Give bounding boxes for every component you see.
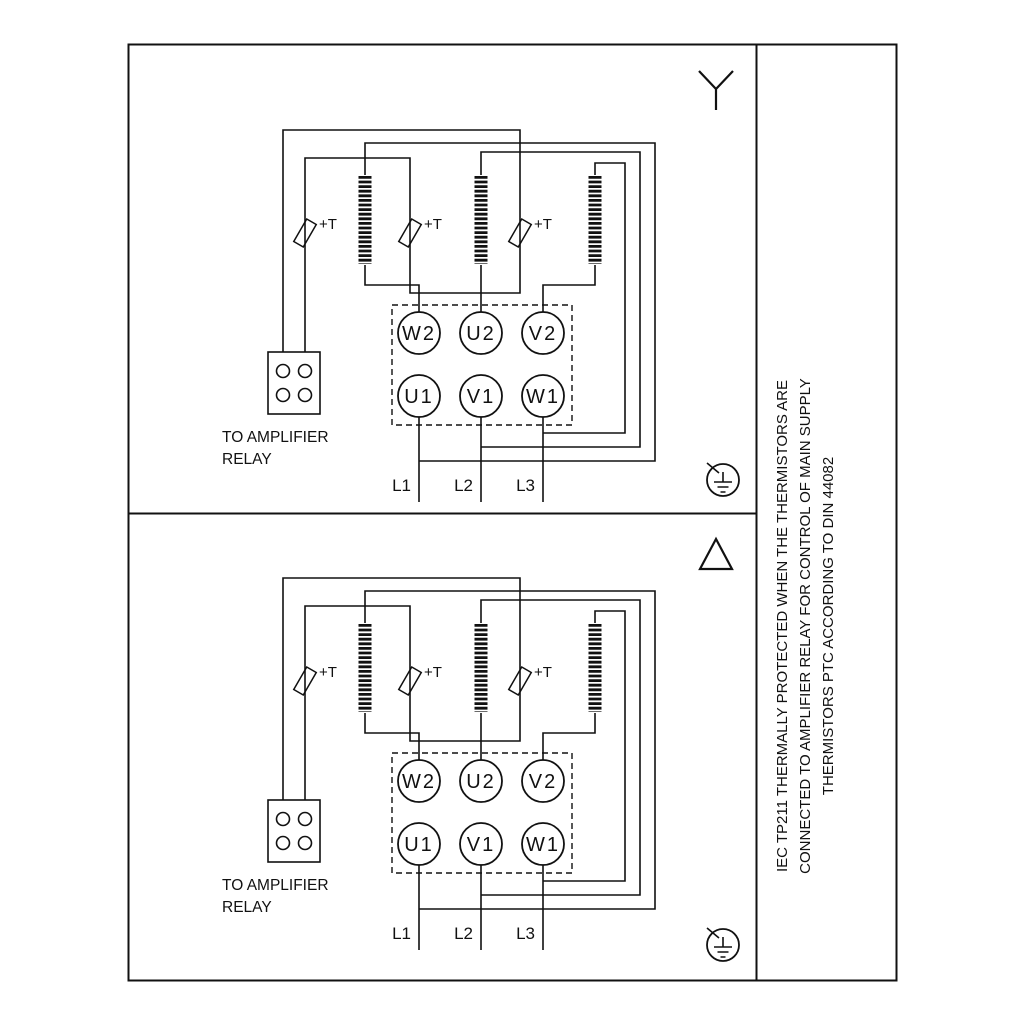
terminal-label: U1: [404, 834, 434, 856]
star-connection-icon: [698, 70, 734, 110]
relay-caption: RELAY: [222, 899, 272, 916]
relay-caption: TO AMPLIFIER: [222, 877, 329, 894]
relay-pin: [275, 387, 291, 403]
side-note: IEC TP211 THERMALLY PROTECTED WHEN THE T…: [774, 378, 837, 874]
terminal-W2: [397, 311, 441, 355]
relay-pin: [275, 811, 291, 827]
delta-connection-diagram: W2 U2 V2 U1 V1 W1 +T +T +T L1 L2 L3 TO A…: [222, 577, 656, 950]
terminal-U1: [397, 822, 441, 866]
terminal-U2: [459, 759, 503, 803]
terminal-U1: [397, 374, 441, 418]
delta-connection-icon: [698, 536, 734, 571]
relay-box: [267, 351, 321, 415]
star-connection-diagram: W2 U2 V2 U1 V1 W1 +T +T +T L1 L2 L3 TO A…: [222, 129, 656, 502]
terminal-box: [391, 304, 573, 426]
terminal-V1: [459, 822, 503, 866]
terminal-label: W2: [402, 771, 436, 793]
supply-line-label: L2: [454, 924, 473, 943]
thermistor-circuit-wires: [282, 129, 521, 352]
earth-glyph: [706, 462, 732, 493]
thermistor-label: +T: [534, 216, 552, 233]
relay-pin: [297, 811, 313, 827]
thermistor-label: +T: [534, 664, 552, 681]
terminal-W2: [397, 759, 441, 803]
relay-pin: [275, 363, 291, 379]
relay-box: [267, 799, 321, 863]
supply-line-label: L3: [516, 476, 535, 495]
terminal-label: U2: [466, 771, 496, 793]
relay-pin: [297, 835, 313, 851]
terminal-label: V1: [467, 386, 495, 408]
terminal-label: W2: [402, 323, 436, 345]
relay-pin: [275, 835, 291, 851]
terminal-label: U1: [404, 386, 434, 408]
terminal-label: V1: [467, 834, 495, 856]
earth-ground-icon: [706, 927, 740, 962]
terminal-label: V2: [529, 771, 557, 793]
terminal-label: W1: [526, 386, 560, 408]
terminal-label: W1: [526, 834, 560, 856]
winding-terminal-wires: [364, 590, 656, 950]
terminal-label: U2: [466, 323, 496, 345]
thermistor-label: +T: [424, 664, 442, 681]
thermistor-label: +T: [424, 216, 442, 233]
terminal-U2: [459, 311, 503, 355]
side-note-line: THERMISTORS PTC ACCORDING TO DIN 44082: [820, 457, 837, 795]
winding-terminal-wires: [364, 142, 656, 502]
supply-line-label: L2: [454, 476, 473, 495]
side-note-line: IEC TP211 THERMALLY PROTECTED WHEN THE T…: [774, 380, 791, 872]
terminal-W1: [521, 374, 565, 418]
terminal-V2: [521, 759, 565, 803]
supply-line-label: L3: [516, 924, 535, 943]
terminal-V1: [459, 374, 503, 418]
amplifier-relay-block: [267, 799, 321, 863]
supply-line-label: L1: [392, 924, 411, 943]
terminal-V2: [521, 311, 565, 355]
side-note-line: CONNECTED TO AMPLIFIER RELAY FOR CONTROL…: [797, 378, 814, 874]
terminal-W1: [521, 822, 565, 866]
earth-ground-icon: [706, 462, 740, 497]
amplifier-relay-block: [267, 351, 321, 415]
relay-caption: RELAY: [222, 451, 272, 468]
thermistor-circuit-wires: [282, 577, 521, 800]
thermistor-label: +T: [319, 664, 337, 681]
terminal-label: V2: [529, 323, 557, 345]
terminal-box: [391, 752, 573, 874]
relay-pin: [297, 387, 313, 403]
thermistor-label: +T: [319, 216, 337, 233]
supply-line-label: L1: [392, 476, 411, 495]
earth-glyph: [706, 927, 732, 958]
relay-caption: TO AMPLIFIER: [222, 429, 329, 446]
relay-pin: [297, 363, 313, 379]
